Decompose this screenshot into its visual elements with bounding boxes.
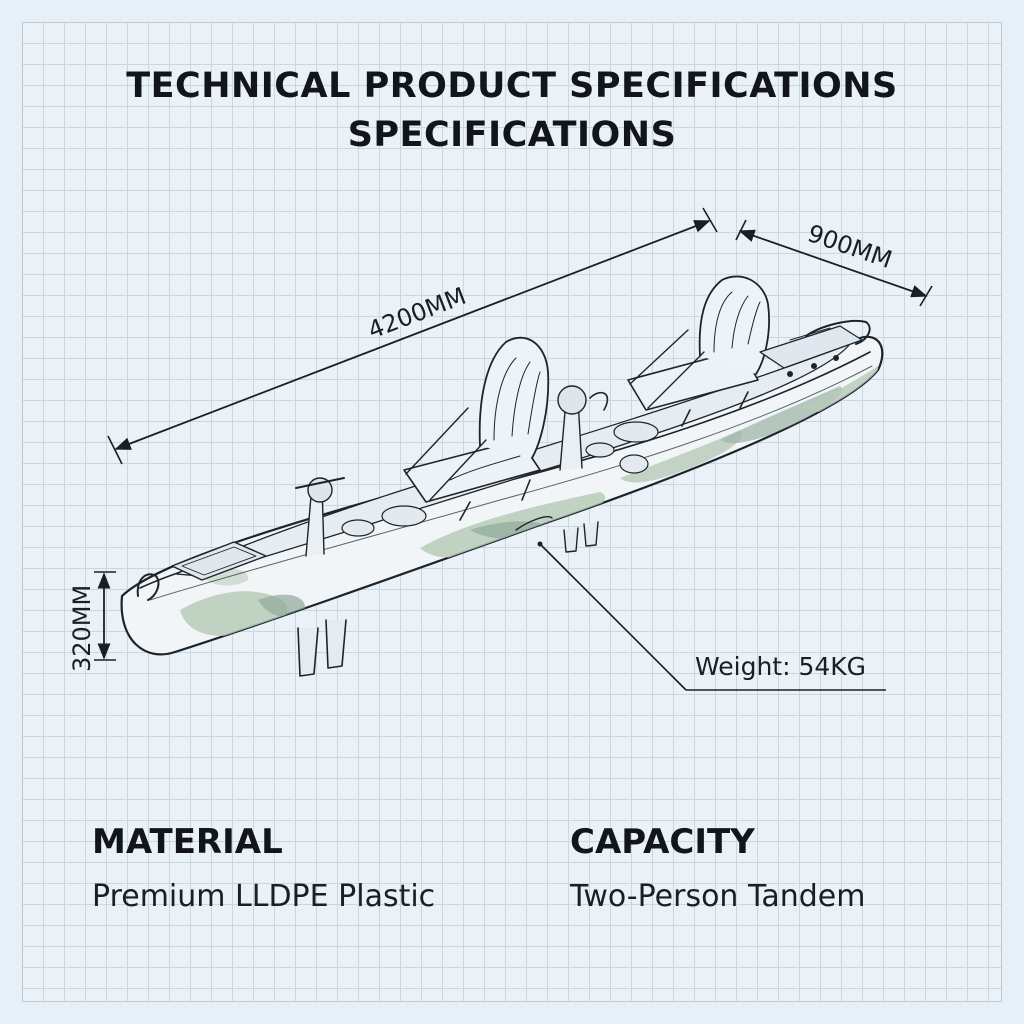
material-heading: MATERIAL	[92, 822, 283, 862]
width-label: 900MM	[804, 219, 896, 274]
capacity-value: Two-Person Tandem	[570, 879, 866, 914]
page-subtitle: SPECIFICATIONS	[347, 115, 677, 155]
length-arrow-icon	[114, 220, 711, 450]
capacity-heading: CAPACITY	[570, 822, 755, 862]
height-dimension: 320MM	[68, 571, 116, 672]
weight-callout: Weight: 54KG	[537, 541, 886, 691]
page-title: TECHNICAL PRODUCT SPECIFICATIONS	[126, 66, 898, 106]
length-label: 4200MM	[364, 282, 470, 345]
height-label: 320MM	[68, 585, 96, 672]
material-value: Premium LLDPE Plastic	[92, 879, 436, 914]
tandem-kayak-drawing-icon	[120, 275, 884, 677]
weight-label: Weight: 54KG	[695, 652, 866, 681]
front-seat-icon	[403, 336, 550, 521]
width-dimension: 900MM	[735, 219, 933, 307]
rear-seat-icon	[627, 275, 770, 427]
width-arrow-icon	[738, 229, 928, 298]
